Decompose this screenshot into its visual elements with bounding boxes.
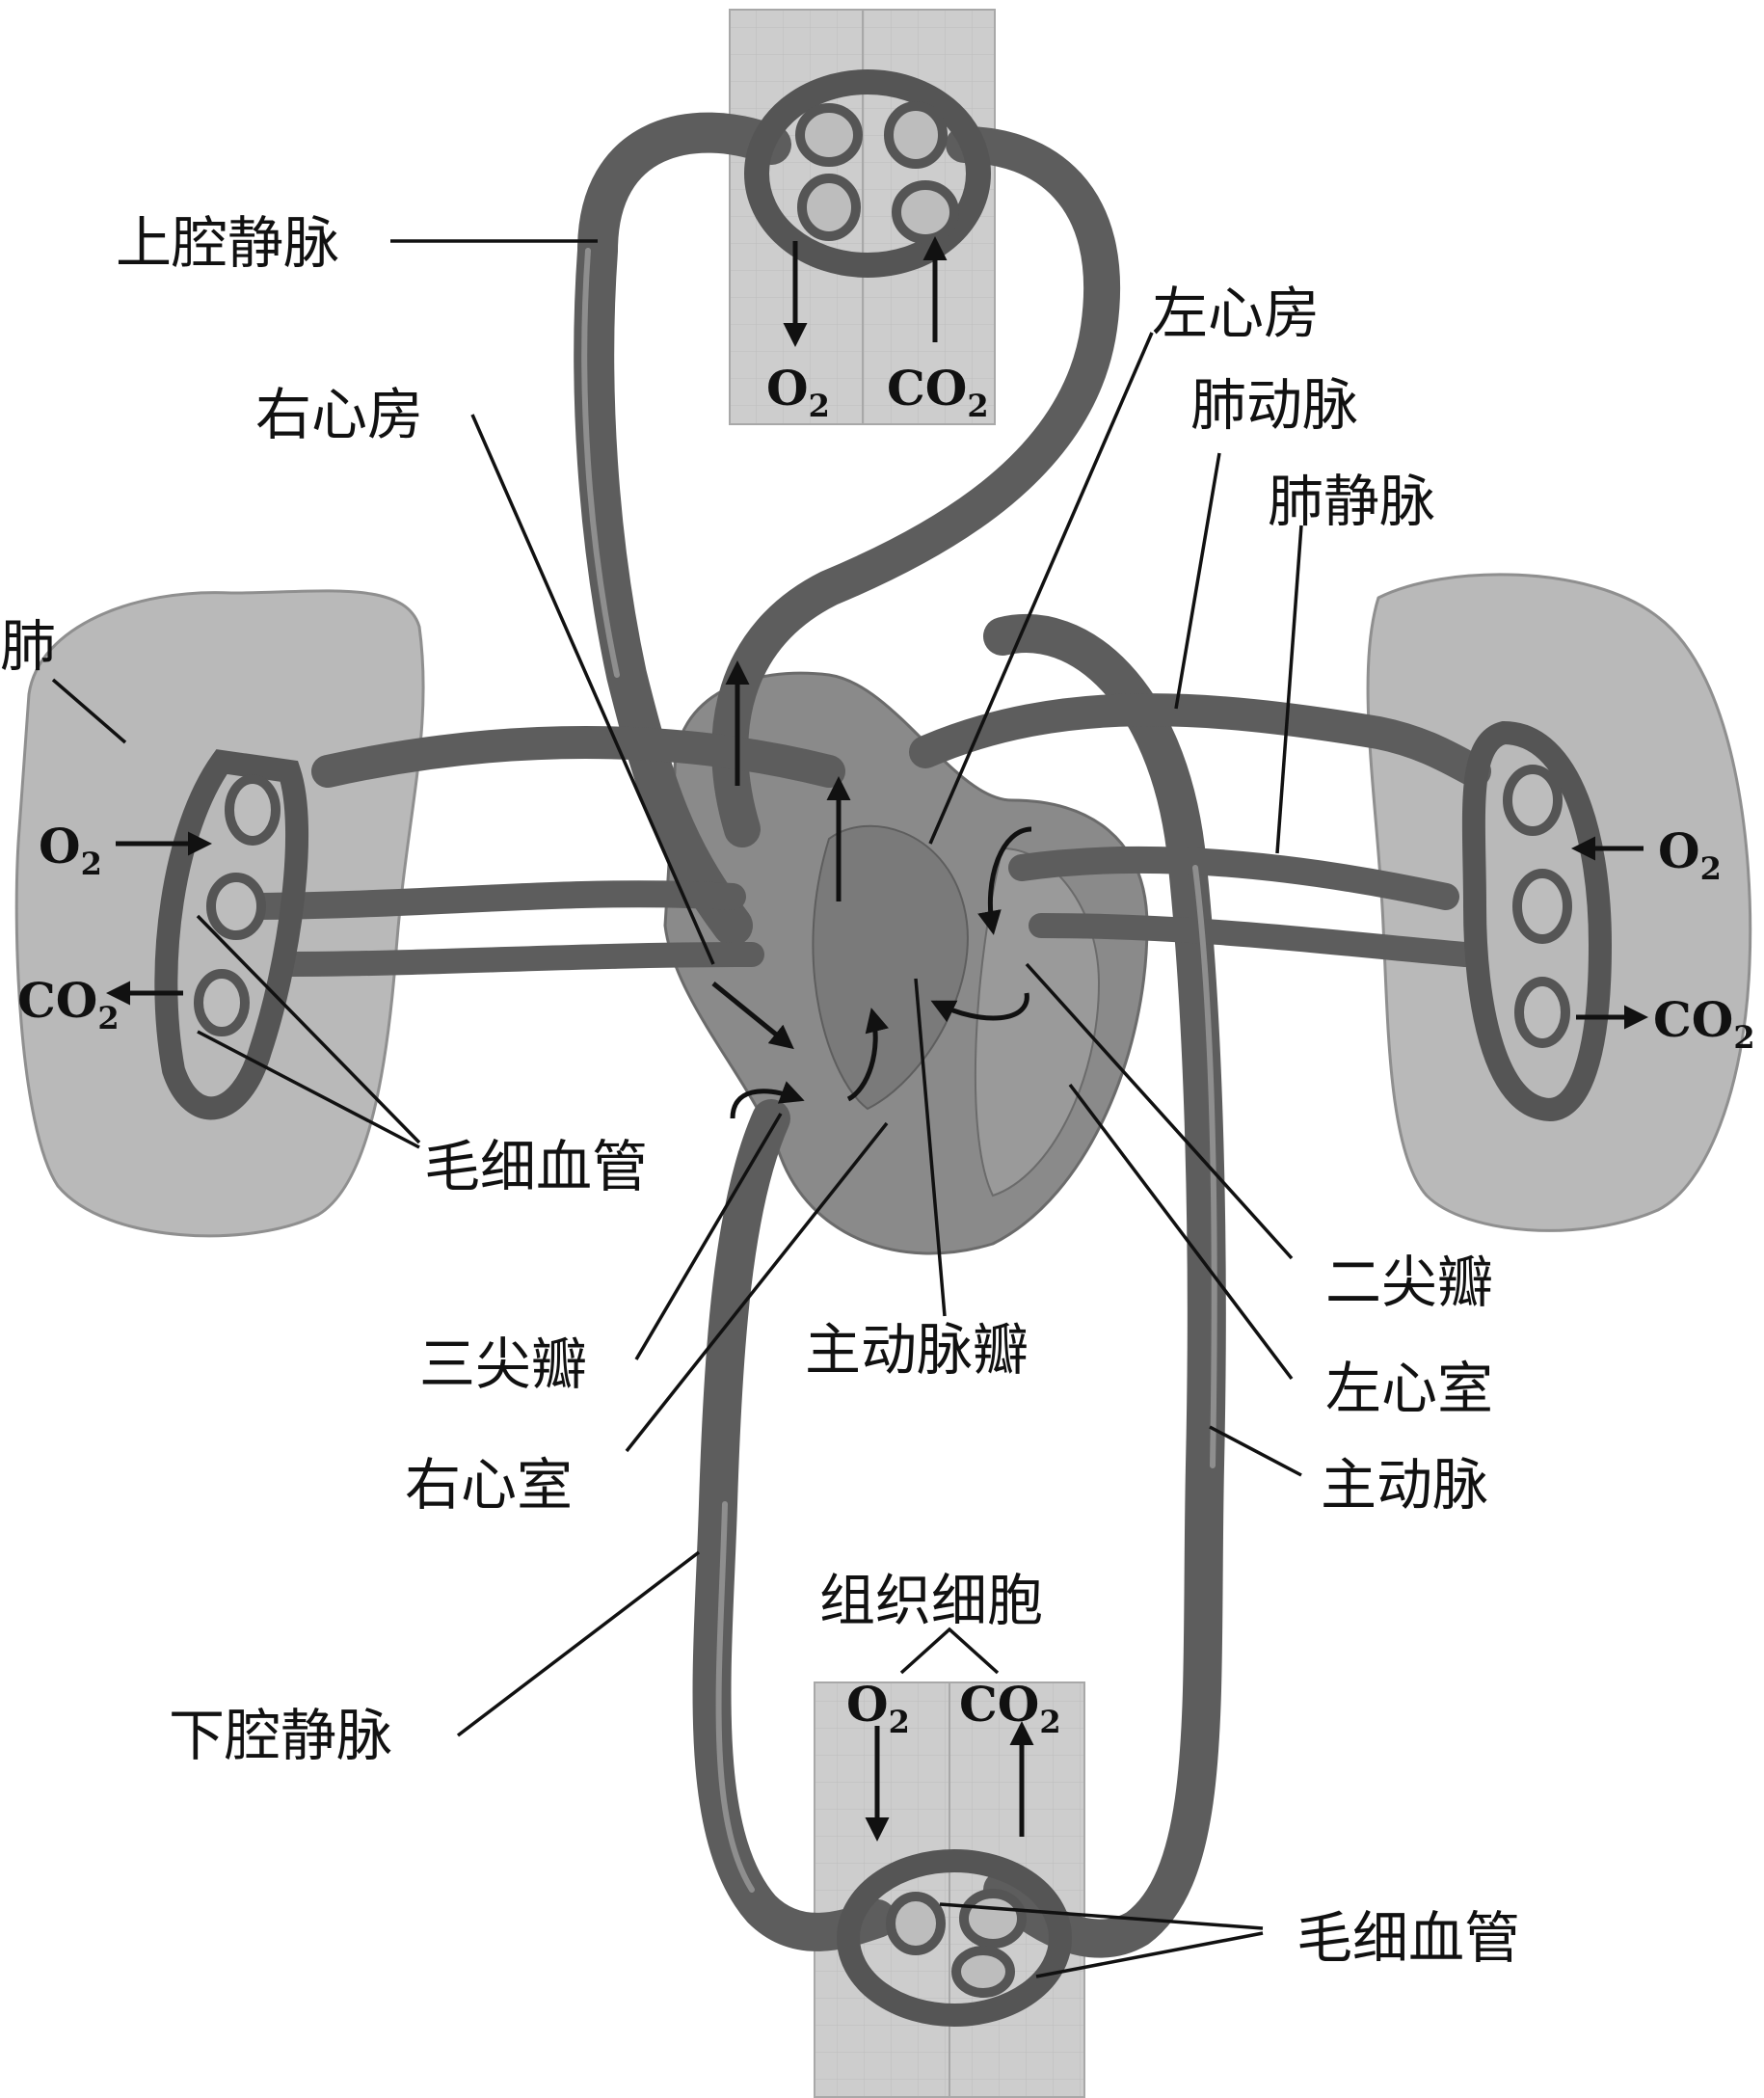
left-lung-o2-label: O2 <box>39 818 102 882</box>
lower-o2-label: O2 <box>846 1676 910 1740</box>
label-superior-vena-cava: 上腔静脉 <box>116 210 339 276</box>
label-pulmonary-vein: 肺静脉 <box>1268 469 1435 534</box>
svg-text:O2: O2 <box>766 360 830 424</box>
label-left-ventricle: 左心室 <box>1325 1356 1493 1421</box>
right-lung-o2-label: O2 <box>1658 822 1722 887</box>
lower-capillary-network <box>837 1849 1072 2027</box>
svg-text:CO2: CO2 <box>959 1676 1061 1740</box>
svg-text:O2: O2 <box>39 818 102 882</box>
label-tissue-cells: 组织细胞 <box>819 1568 1043 1633</box>
upper-co2-label: CO2 <box>887 360 989 424</box>
label-pulmonary-artery: 肺动脉 <box>1190 372 1358 438</box>
label-tricuspid-valve: 三尖瓣 <box>419 1331 587 1397</box>
label-inferior-vena-cava: 下腔静脉 <box>169 1703 392 1768</box>
label-right-ventricle: 右心室 <box>405 1452 573 1518</box>
svg-text:O2: O2 <box>846 1676 910 1740</box>
label-aortic-valve: 主动脉瓣 <box>805 1317 1029 1383</box>
upper-o2-label: O2 <box>766 360 830 424</box>
label-left-atrium: 左心房 <box>1152 281 1320 346</box>
label-capillaries-lung: 毛细血管 <box>424 1134 648 1199</box>
label-aorta: 主动脉 <box>1321 1452 1488 1518</box>
label-lung: 肺 <box>0 613 56 679</box>
label-right-atrium: 右心房 <box>255 382 423 447</box>
lower-co2-label: CO2 <box>959 1676 1061 1740</box>
left-lung-capillaries <box>154 749 309 1120</box>
label-mitral-valve: 二尖瓣 <box>1325 1250 1493 1315</box>
right-lung-capillaries <box>1461 720 1613 1121</box>
label-capillaries-body: 毛细血管 <box>1296 1905 1520 1971</box>
left-lung-co2-label: CO2 <box>17 972 120 1036</box>
svg-text:CO2: CO2 <box>887 360 989 424</box>
svg-text:CO2: CO2 <box>17 972 120 1036</box>
svg-text:O2: O2 <box>1658 822 1722 887</box>
upper-capillary-network <box>744 69 991 278</box>
svg-text:CO2: CO2 <box>1653 991 1755 1056</box>
right-lung-co2-label: CO2 <box>1653 991 1755 1056</box>
